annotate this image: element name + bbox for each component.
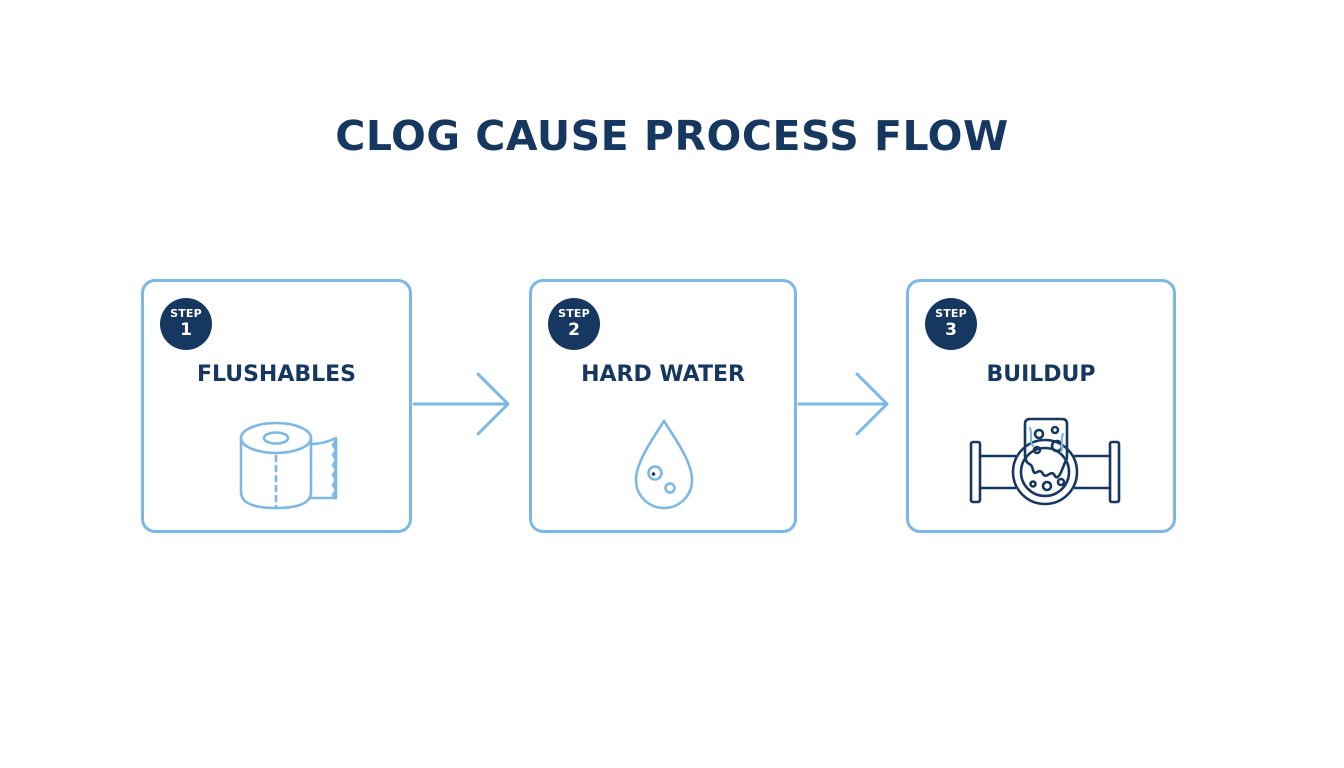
step-badge: STEP 1 — [160, 298, 212, 350]
step-card-buildup: STEP 3 BUILDUP — [906, 279, 1176, 533]
step-badge: STEP 3 — [925, 298, 977, 350]
step-title: HARD WATER — [581, 362, 745, 387]
clogged-pipe-icon — [969, 417, 1121, 506]
step-card-flushables: STEP 1 FLUSHABLES — [141, 279, 412, 533]
step-badge: STEP 2 — [548, 298, 600, 350]
toilet-paper-roll-icon — [239, 421, 338, 510]
arrow-right-icon — [797, 372, 889, 436]
water-drop-icon — [634, 419, 694, 510]
step-badge-number: 2 — [568, 320, 580, 340]
step-badge-number: 1 — [180, 320, 192, 340]
step-title: FLUSHABLES — [196, 362, 357, 387]
arrow-right-icon — [412, 372, 510, 436]
step-title: BUILDUP — [986, 362, 1096, 387]
diagram-title: CLOG CAUSE PROCESS FLOW — [335, 112, 1009, 160]
step-badge-number: 3 — [945, 320, 957, 340]
step-card-hard-water: STEP 2 HARD WATER — [529, 279, 797, 533]
step-badge-label: STEP — [170, 307, 202, 320]
step-badge-label: STEP — [558, 307, 590, 320]
step-badge-label: STEP — [935, 307, 967, 320]
